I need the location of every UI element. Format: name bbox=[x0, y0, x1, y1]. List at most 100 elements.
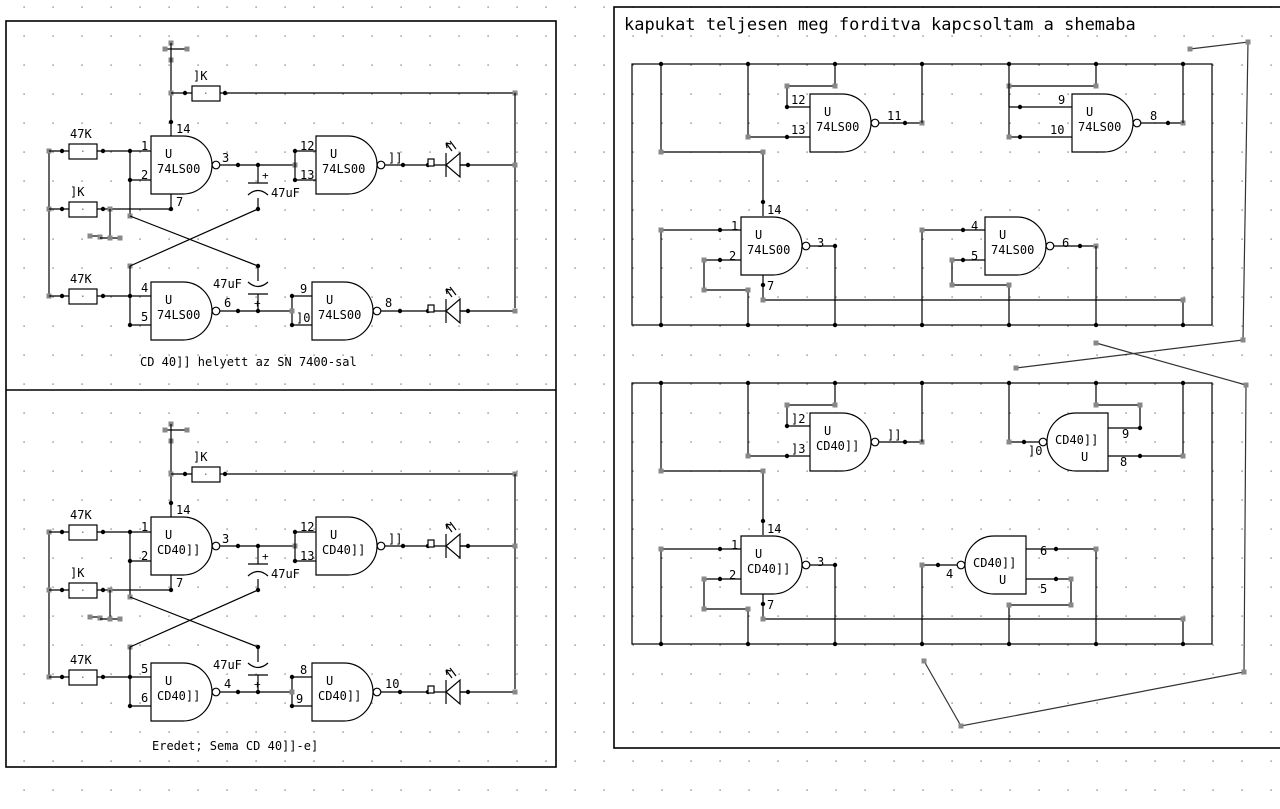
grid-dot bbox=[893, 528, 895, 530]
grid-dot bbox=[1241, 238, 1243, 240]
grid-dot bbox=[1067, 267, 1069, 269]
grid-dot bbox=[1096, 789, 1098, 791]
grid-dot bbox=[574, 470, 576, 472]
gate-chip-label: 74LS00 bbox=[157, 162, 200, 176]
grid-dot bbox=[168, 731, 170, 733]
grid-dot bbox=[81, 760, 83, 762]
grid-dot bbox=[23, 470, 25, 472]
gate-unit-label: U bbox=[326, 674, 333, 688]
grid-dot bbox=[1009, 151, 1011, 153]
grid-dot bbox=[719, 615, 721, 617]
grid-dot bbox=[632, 586, 634, 588]
grid-dot bbox=[748, 180, 750, 182]
grid-dot bbox=[1038, 557, 1040, 559]
resistor: ]K bbox=[191, 450, 221, 483]
grid-dot bbox=[1038, 470, 1040, 472]
grid-dot bbox=[226, 470, 228, 472]
grid-dot bbox=[951, 760, 953, 762]
grid-dot bbox=[226, 702, 228, 704]
grid-dot bbox=[313, 441, 315, 443]
grid-dot bbox=[197, 586, 199, 588]
grid-dot bbox=[777, 615, 779, 617]
grid-dot bbox=[110, 702, 112, 704]
grid-dot bbox=[52, 325, 54, 327]
grid-dot bbox=[139, 325, 141, 327]
grid-dot bbox=[23, 586, 25, 588]
grid-dot bbox=[719, 180, 721, 182]
grid-dot bbox=[429, 644, 431, 646]
grid-dot bbox=[1183, 528, 1185, 530]
junction-dot bbox=[760, 199, 766, 205]
grid-dot bbox=[690, 35, 692, 37]
grid-dot bbox=[632, 238, 634, 240]
grid-dot bbox=[52, 93, 54, 95]
grid-dot bbox=[429, 499, 431, 501]
wire-node bbox=[107, 616, 113, 622]
grid-dot bbox=[1096, 586, 1098, 588]
grid-dot bbox=[690, 383, 692, 385]
grid-dot bbox=[1241, 789, 1243, 791]
grid-dot bbox=[893, 238, 895, 240]
grid-dot bbox=[777, 760, 779, 762]
grid-dot bbox=[980, 470, 982, 472]
grid-dot bbox=[52, 702, 54, 704]
grid-dot bbox=[951, 441, 953, 443]
grid-dot bbox=[1183, 354, 1185, 356]
grid-dot bbox=[197, 6, 199, 8]
pin-label: 13 bbox=[791, 123, 805, 137]
grid-dot bbox=[255, 644, 257, 646]
grid-dot bbox=[893, 615, 895, 617]
grid-dot bbox=[139, 354, 141, 356]
wire-node bbox=[760, 297, 766, 303]
grid-dot bbox=[980, 702, 982, 704]
grid-dot bbox=[1038, 209, 1040, 211]
grid-dot bbox=[980, 731, 982, 733]
inverter-bubble bbox=[1045, 241, 1055, 251]
grid-dot bbox=[951, 325, 953, 327]
grid-dot bbox=[139, 383, 141, 385]
grid-dot bbox=[1154, 412, 1156, 414]
grid-dot bbox=[516, 499, 518, 501]
grid-dot bbox=[1241, 731, 1243, 733]
grid-dot bbox=[603, 412, 605, 414]
jumper-wire bbox=[1015, 41, 1249, 369]
grid-dot bbox=[545, 615, 547, 617]
grid-dot bbox=[748, 499, 750, 501]
grid-dot bbox=[980, 441, 982, 443]
grid-dot bbox=[342, 615, 344, 617]
grid-dot bbox=[429, 441, 431, 443]
grid-dot bbox=[1212, 731, 1214, 733]
grid-dot bbox=[603, 296, 605, 298]
grid-dot bbox=[1270, 760, 1272, 762]
wire bbox=[129, 208, 259, 267]
grid-dot bbox=[110, 441, 112, 443]
grid-dot bbox=[81, 789, 83, 791]
grid-dot bbox=[1067, 586, 1069, 588]
grid-dot bbox=[1183, 180, 1185, 182]
grid-dot bbox=[284, 441, 286, 443]
grid-dot bbox=[864, 586, 866, 588]
grid-dot bbox=[864, 267, 866, 269]
grid-dot bbox=[574, 209, 576, 211]
grid-dot bbox=[110, 267, 112, 269]
grid-dot bbox=[81, 731, 83, 733]
grid-dot bbox=[1125, 760, 1127, 762]
inverter-bubble bbox=[801, 560, 811, 570]
grid-dot bbox=[545, 354, 547, 356]
grid-dot bbox=[806, 180, 808, 182]
grid-dot bbox=[52, 528, 54, 530]
grid-dot bbox=[371, 412, 373, 414]
grid-dot bbox=[487, 615, 489, 617]
pin-label: 9 bbox=[1122, 427, 1129, 441]
gate-body bbox=[809, 412, 872, 472]
grid-dot bbox=[951, 64, 953, 66]
grid-dot bbox=[1096, 673, 1098, 675]
pin-label: 7 bbox=[176, 195, 183, 209]
pin-label: ]0 bbox=[1028, 444, 1042, 458]
junction-dot bbox=[400, 543, 406, 549]
grid-dot bbox=[139, 412, 141, 414]
grid-dot bbox=[1212, 499, 1214, 501]
grid-dot bbox=[806, 441, 808, 443]
